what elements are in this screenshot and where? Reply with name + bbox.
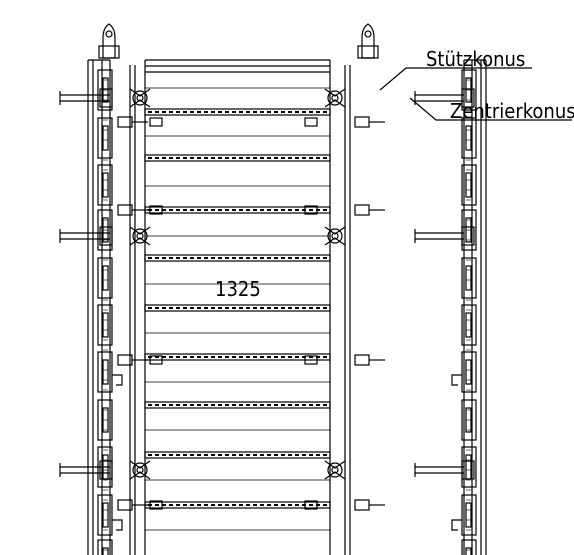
cone-block bbox=[99, 460, 113, 480]
leader-stuetzkonus bbox=[379, 67, 532, 91]
bolt-head bbox=[149, 500, 163, 510]
side-rib bbox=[97, 164, 113, 206]
wing-nut-hub bbox=[136, 466, 144, 474]
wing-nut-hub bbox=[331, 232, 339, 240]
side-hook bbox=[112, 519, 123, 531]
wing-nut-arms bbox=[324, 88, 346, 108]
side-hook bbox=[451, 374, 462, 386]
cone-block bbox=[461, 88, 475, 108]
side-rib bbox=[461, 494, 477, 536]
side-rib bbox=[461, 351, 477, 393]
side-rib-inner bbox=[102, 312, 109, 338]
wing-nut bbox=[132, 90, 148, 106]
lifting-eye-hole bbox=[105, 30, 113, 38]
dimension-label: 1325 bbox=[215, 277, 261, 301]
bolt-head bbox=[304, 355, 318, 365]
side-rib-inner bbox=[102, 502, 109, 528]
wing-nut bbox=[132, 228, 148, 244]
cone-block bbox=[461, 226, 475, 246]
wing-nut-hub bbox=[136, 94, 144, 102]
bolt-head bbox=[354, 354, 370, 366]
cone-block bbox=[461, 460, 475, 480]
wing-nut-arms bbox=[324, 226, 346, 246]
side-rib bbox=[461, 257, 477, 299]
side-rib-inner bbox=[465, 265, 472, 291]
wing-nut-hub bbox=[136, 232, 144, 240]
side-rib bbox=[97, 351, 113, 393]
wing-nut-arms bbox=[324, 460, 346, 480]
bolt-head bbox=[304, 117, 318, 127]
wing-nut bbox=[327, 90, 343, 106]
formwork-frame-geometry bbox=[59, 23, 572, 555]
bolt-head bbox=[354, 204, 370, 216]
side-rib-inner bbox=[465, 454, 472, 480]
wing-nut-hub bbox=[331, 466, 339, 474]
cross-bar bbox=[144, 401, 331, 409]
side-rib bbox=[461, 117, 477, 159]
bolt-head bbox=[354, 116, 370, 128]
side-rib-inner bbox=[465, 547, 472, 555]
lifting-eye bbox=[361, 23, 375, 59]
side-hook bbox=[451, 519, 462, 531]
bolt-head bbox=[149, 205, 163, 215]
wing-nut bbox=[132, 462, 148, 478]
side-rib-inner bbox=[465, 312, 472, 338]
cone-block bbox=[99, 226, 113, 246]
cross-bar bbox=[144, 353, 331, 361]
cross-bar bbox=[144, 304, 331, 312]
bolt-head bbox=[304, 205, 318, 215]
cross-bar bbox=[144, 254, 331, 262]
side-rib-inner bbox=[102, 359, 109, 385]
bolt-head bbox=[304, 500, 318, 510]
side-rib-inner bbox=[102, 172, 109, 198]
bolt-head bbox=[149, 117, 163, 127]
lifting-eye-base bbox=[357, 45, 379, 59]
side-rib bbox=[461, 304, 477, 346]
side-rib bbox=[97, 257, 113, 299]
cross-bar bbox=[144, 451, 331, 459]
cross-bar bbox=[144, 108, 331, 116]
side-rib-inner bbox=[465, 172, 472, 198]
side-rib bbox=[97, 304, 113, 346]
lifting-eye-base bbox=[98, 45, 120, 59]
side-rib bbox=[97, 494, 113, 536]
side-rib bbox=[461, 164, 477, 206]
side-rib-inner bbox=[102, 125, 109, 151]
lifting-eye-hole bbox=[364, 30, 372, 38]
wing-nut-arms bbox=[129, 226, 151, 246]
wing-nut-arms bbox=[129, 88, 151, 108]
side-rib-inner bbox=[102, 265, 109, 291]
lifting-eye bbox=[102, 23, 116, 59]
bolt-head bbox=[149, 355, 163, 365]
wing-nut bbox=[327, 228, 343, 244]
side-rib-inner bbox=[465, 502, 472, 528]
label-stuetzkonus: Stützkonus bbox=[426, 47, 525, 71]
bolt-head bbox=[354, 499, 370, 511]
cross-bar bbox=[144, 154, 331, 162]
cone-block bbox=[99, 88, 113, 108]
side-hook bbox=[112, 374, 123, 386]
label-zentrierkonus: Zentrierkonus bbox=[450, 99, 574, 123]
side-rib-inner bbox=[102, 547, 109, 555]
wing-nut-arms bbox=[129, 460, 151, 480]
side-rib-inner bbox=[465, 125, 472, 151]
side-rib bbox=[97, 117, 113, 159]
leader-zentrierkonus bbox=[409, 97, 572, 121]
side-rib-inner bbox=[465, 359, 472, 385]
wing-nut bbox=[327, 462, 343, 478]
wing-nut-hub bbox=[331, 94, 339, 102]
